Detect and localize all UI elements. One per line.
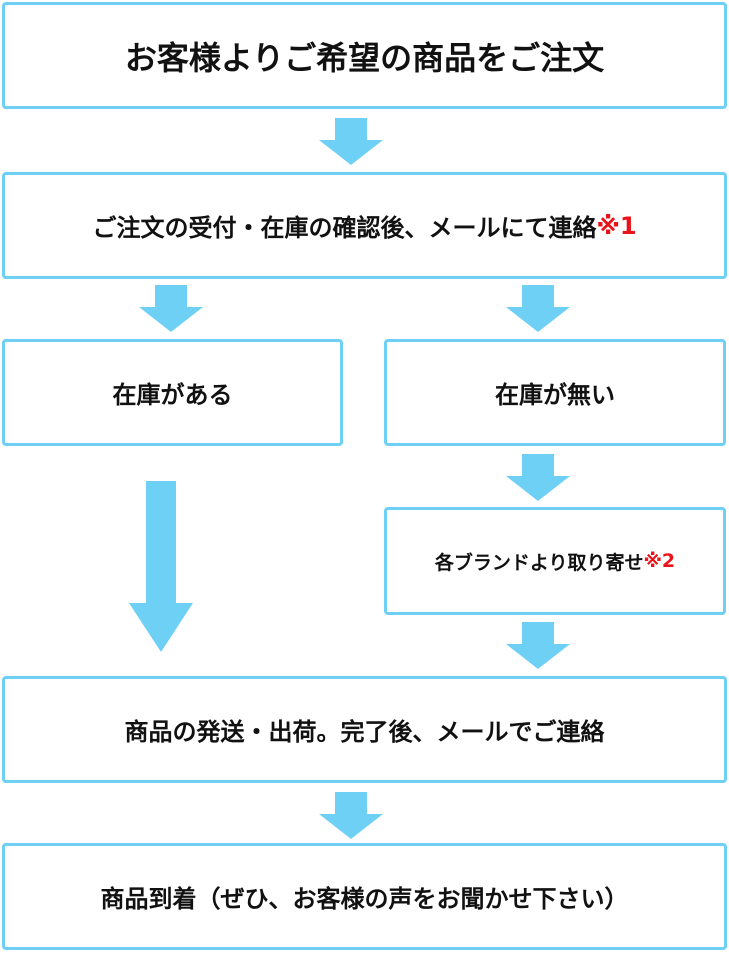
arrow-down-icon (506, 454, 570, 501)
step-order-box: お客様よりご希望の商品をご注文 (2, 2, 727, 109)
step-order-text: お客様よりご希望の商品をご注文 (124, 38, 605, 77)
step-arrival-text: 商品到着（ぜひ、お客様の声をお聞かせ下さい） (100, 885, 629, 913)
arrow-down-icon (506, 622, 570, 669)
step-confirm-text: ご注文の受付・在庫の確認後、メールにて連絡 (92, 214, 597, 242)
step-arrival-box: 商品到着（ぜひ、お客様の声をお聞かせ下さい） (2, 843, 727, 950)
step-ship-text: 商品の発送・出荷。完了後、メールでご連絡 (124, 718, 605, 746)
step-confirm-note: ※1 (596, 211, 637, 240)
step-in-stock-box: 在庫がある (2, 339, 343, 446)
step-in-stock-text: 在庫がある (112, 381, 233, 409)
step-ship-box: 商品の発送・出荷。完了後、メールでご連絡 (2, 676, 727, 783)
arrow-down-icon (139, 285, 203, 332)
arrow-down-icon (506, 285, 570, 332)
step-backorder-text: 各ブランドより取り寄せ (434, 551, 644, 574)
step-out-of-stock-text: 在庫が無い (495, 381, 615, 409)
arrow-down-icon (319, 792, 383, 839)
arrow-down-long-icon (129, 481, 193, 652)
step-backorder-note: ※2 (643, 550, 676, 572)
step-out-of-stock-box: 在庫が無い (384, 339, 726, 446)
arrow-down-icon (319, 118, 383, 165)
step-backorder-box: 各ブランドより取り寄せ※2 (384, 507, 726, 615)
step-confirm-box: ご注文の受付・在庫の確認後、メールにて連絡※1 (2, 172, 727, 279)
